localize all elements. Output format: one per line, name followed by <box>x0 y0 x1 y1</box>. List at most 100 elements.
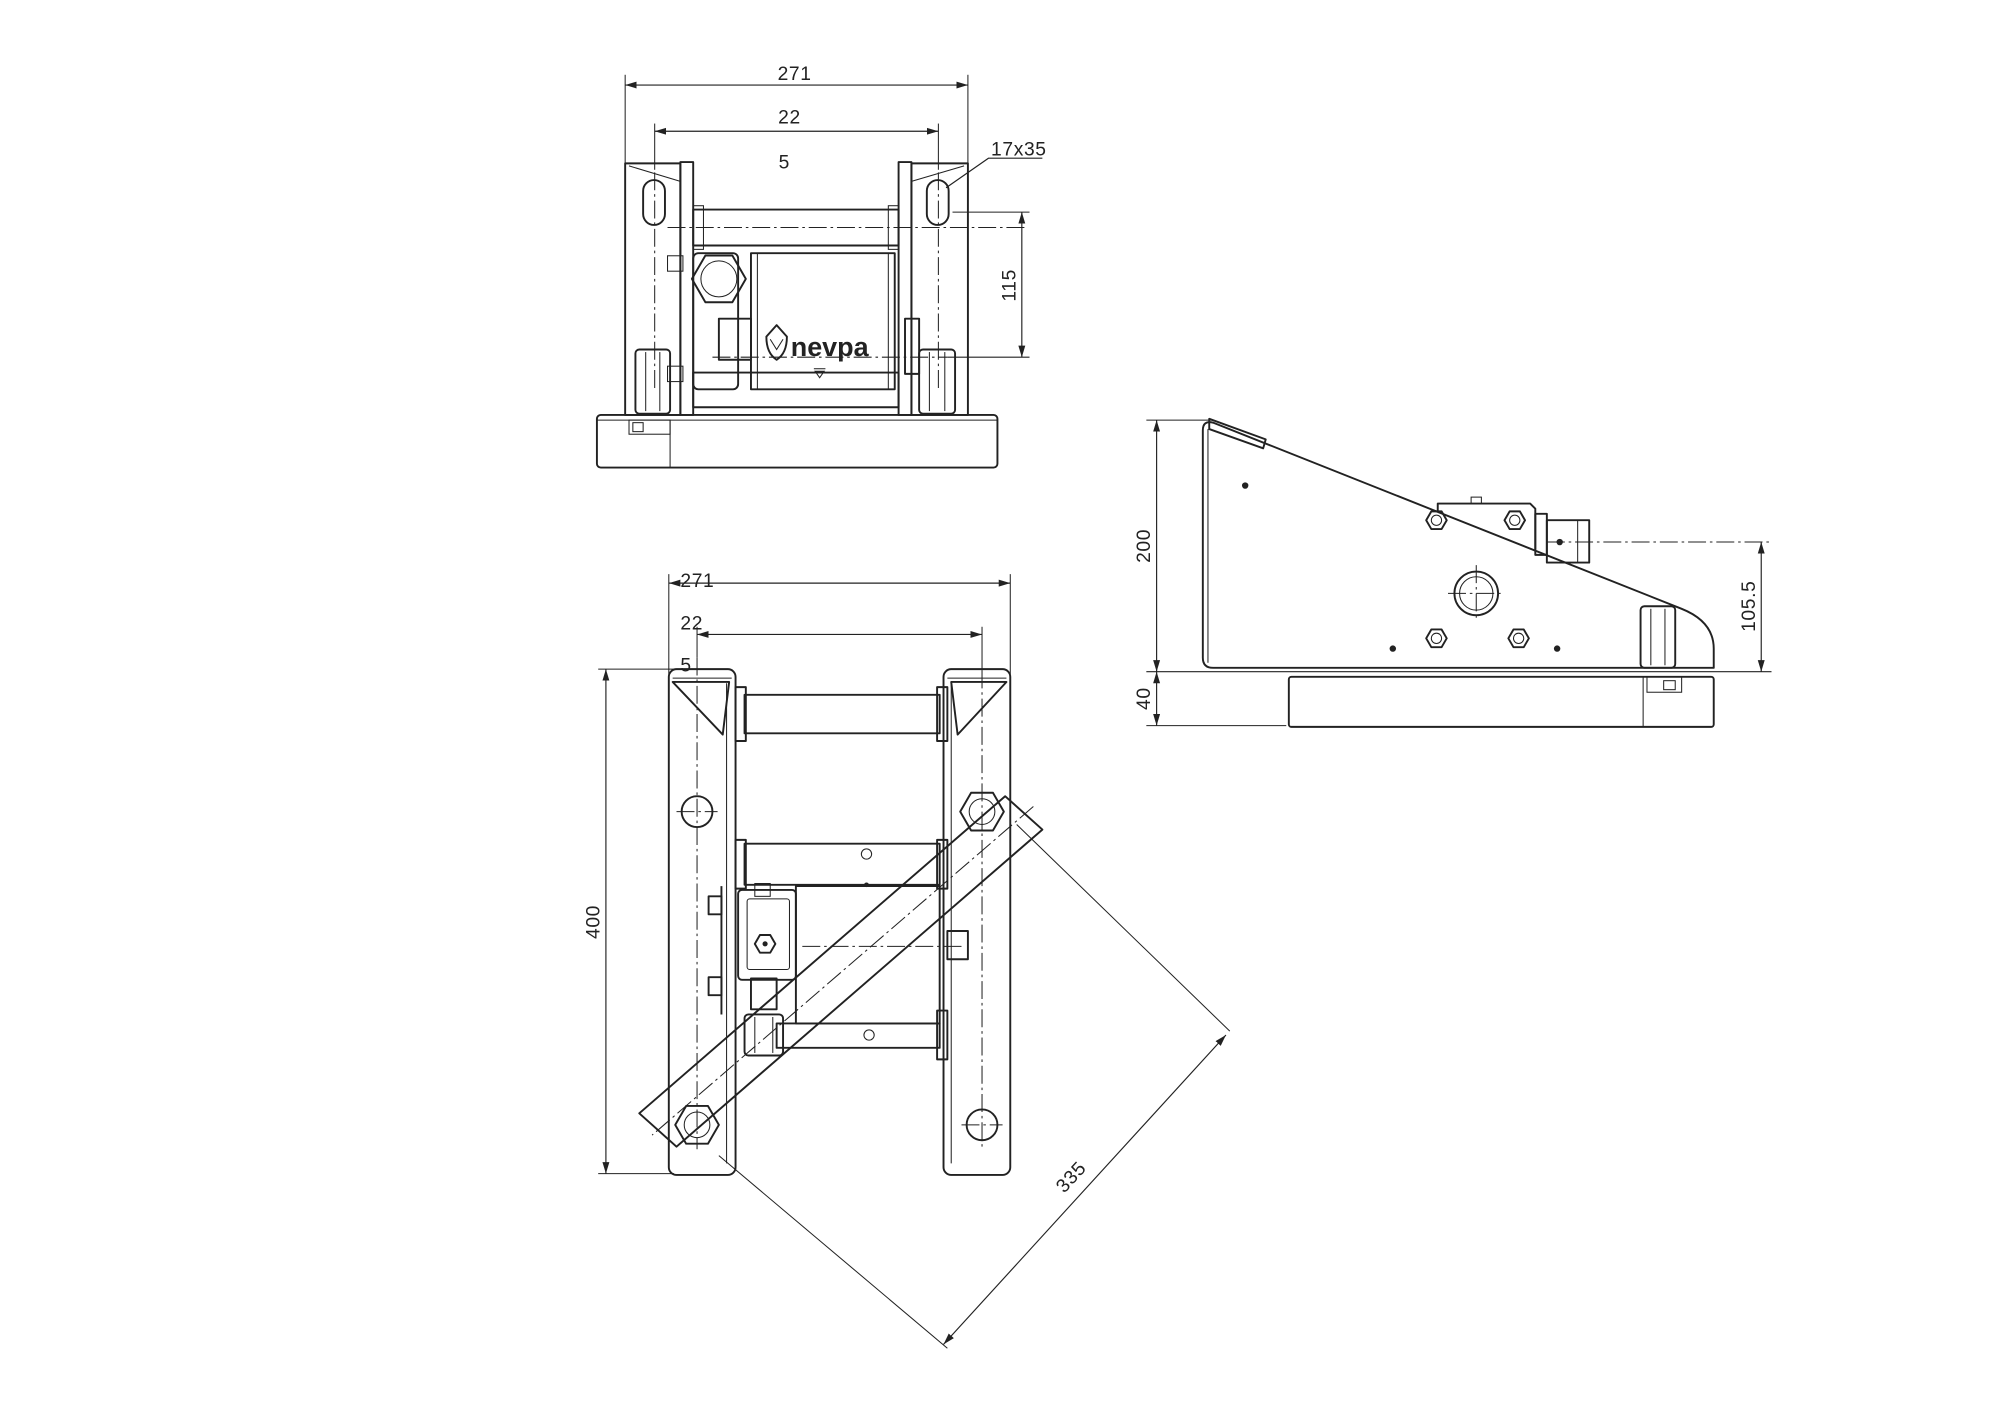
plan-dim-length: 400 <box>583 668 674 1175</box>
leader-line <box>945 157 1043 189</box>
dimension-label-axis-height: 105.5 <box>1739 581 1760 632</box>
logo-check-mark <box>769 338 784 351</box>
mounting-slot <box>925 179 950 226</box>
hex-nut <box>1425 628 1448 649</box>
base-plate <box>595 413 999 469</box>
nut-washer <box>700 260 738 298</box>
wedge-plate <box>1201 421 1715 669</box>
side-plate <box>667 668 737 1176</box>
dimension-label: 115 <box>999 269 1020 302</box>
hex-nut <box>1503 510 1526 531</box>
side-motor <box>1436 496 1591 564</box>
rivet <box>1553 645 1561 652</box>
nut-bore <box>1512 632 1525 644</box>
base-plate <box>1287 675 1715 728</box>
nut-bore <box>1430 632 1443 644</box>
screw-icon <box>863 1029 875 1041</box>
top-tab <box>1208 417 1267 450</box>
dimension-label-base: 40 <box>1134 687 1155 710</box>
nut-bore <box>683 1111 711 1139</box>
guide-cylinder <box>743 1013 785 1057</box>
bottom-flange <box>692 406 900 416</box>
nut-bore <box>968 798 996 825</box>
dimension-label-offset: 5 <box>680 656 691 677</box>
nut-icon <box>632 422 644 433</box>
hex-nut <box>1425 510 1448 531</box>
motor-bracket <box>692 252 740 391</box>
side-base-plate <box>1287 675 1715 728</box>
front-dim-slot: 17x35 <box>945 140 1047 189</box>
mounting-slot <box>642 179 666 226</box>
dimension-label: 335 <box>1052 1158 1090 1197</box>
front-right-bracket <box>897 161 969 416</box>
nevpa-drop-icon <box>765 324 788 361</box>
dimension-label-height: 200 <box>1134 529 1155 563</box>
hex-nut <box>690 254 747 304</box>
hex-nut <box>959 791 1005 832</box>
guide-cylinder <box>1639 605 1677 669</box>
nut-bore <box>1430 514 1443 526</box>
mounting-hole <box>680 795 714 828</box>
dimension-label: 271 <box>778 64 812 85</box>
side-dimensions: 200 40 105.5 <box>1134 419 1772 727</box>
front-dim-roller-spacing: 115 <box>947 211 1030 358</box>
side-nut <box>667 255 684 272</box>
motor-bracket <box>737 888 797 981</box>
roller-cap <box>734 686 747 742</box>
side-wedge-plate <box>1201 417 1715 669</box>
plan-dim-total-width: 271 <box>668 571 1011 675</box>
bracket-inner <box>746 898 790 971</box>
shaft-end <box>946 930 969 961</box>
motor-body <box>794 885 941 1025</box>
inner-plate <box>679 161 695 416</box>
symbol-triangle <box>814 370 826 379</box>
logo-drop-shape <box>765 324 788 361</box>
extension-line <box>718 1155 948 1349</box>
side-plate <box>624 162 682 416</box>
nut-icon <box>1663 680 1676 691</box>
roller-cap <box>692 205 704 250</box>
roller-cap <box>936 686 949 742</box>
gusset-edge <box>911 165 965 182</box>
dimension-label: 400 <box>583 905 604 939</box>
upper-tube <box>743 842 941 886</box>
ground-symbol-icon <box>813 368 826 379</box>
hex-nut <box>674 1105 720 1145</box>
plan-right-plate <box>942 668 1012 1176</box>
plan-left-plate <box>667 668 737 1176</box>
connector <box>1545 519 1591 564</box>
side-nut <box>707 976 723 997</box>
centerline <box>651 806 1034 1136</box>
extension-line <box>1016 824 1231 1032</box>
side-nut <box>667 365 684 383</box>
plan-centerlines <box>676 657 1003 1150</box>
plan-motor <box>707 882 969 1057</box>
side-nut <box>707 895 723 916</box>
base-notch <box>1646 676 1683 693</box>
plan-rotated-roller <box>638 795 1044 1148</box>
gusset <box>671 681 731 736</box>
tube-cap <box>734 838 747 890</box>
side-plate <box>942 668 1012 1176</box>
front-dim-inner-width: 22 5 <box>654 108 939 173</box>
nut-bore <box>1509 514 1521 526</box>
guide-cylinder <box>634 348 672 415</box>
dimension-label: 22 <box>778 108 801 129</box>
front-motor: nevpa <box>690 252 896 391</box>
plan-view: 271 22 5 400 <box>583 571 1231 1349</box>
hex-nut <box>1507 628 1530 649</box>
screw-icon <box>860 848 873 860</box>
base-notch <box>628 419 671 435</box>
front-view: 271 22 5 17x35 115 <box>595 64 1047 469</box>
plan-dim-inner-width: 22 5 <box>680 613 983 677</box>
guide-cylinder <box>918 348 957 415</box>
front-rollers <box>692 205 900 416</box>
top-roller <box>743 693 941 735</box>
slot-size-label: 17x35 <box>991 140 1047 161</box>
rivet <box>1389 645 1397 652</box>
dimension-label: 271 <box>680 571 714 592</box>
hex-nut <box>753 934 777 954</box>
side-view: 200 40 105.5 <box>1134 417 1772 728</box>
dimension-line <box>943 1034 1227 1345</box>
